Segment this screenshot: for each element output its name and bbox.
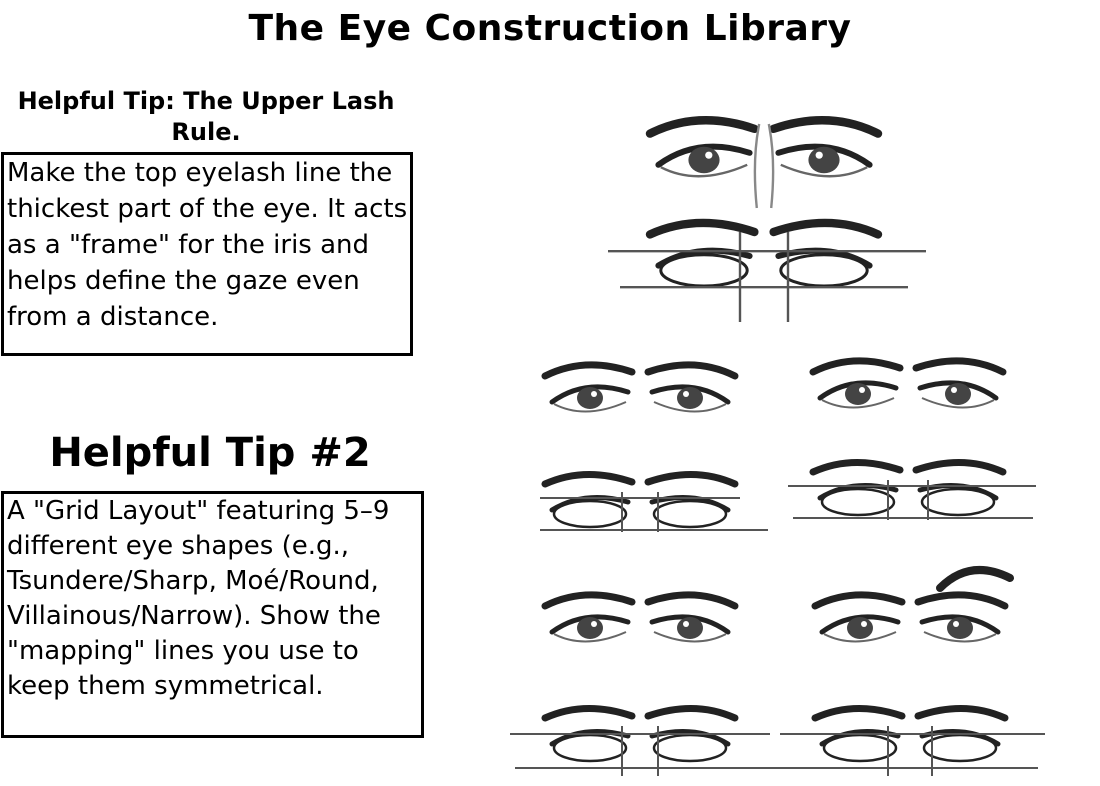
tip1-box: Make the top eyelash line the thickest p… — [1, 152, 413, 356]
tip2-body: A "Grid Layout" featuring 5–9 different … — [7, 496, 390, 701]
eye-pair-narrow — [545, 595, 735, 642]
eye-pair-sharp-guides — [788, 462, 1036, 520]
eye-pair-villainous — [815, 566, 1014, 642]
tip1-heading: Helpful Tip: The Upper Lash Rule. — [17, 87, 395, 146]
eye-pair-villainous-guides — [780, 708, 1045, 776]
eye-pair-narrow-guides — [510, 708, 780, 776]
eye-pair-top-guides — [607, 223, 927, 323]
tip2-heading: Helpful Tip #2 — [49, 430, 371, 476]
tip2-box: A "Grid Layout" featuring 5–9 different … — [1, 491, 424, 738]
eye-pair-round — [545, 365, 735, 412]
eye-pair-round-guides — [540, 474, 768, 532]
eye-pair-sharp — [813, 361, 1003, 408]
page-title: The Eye Construction Library — [248, 8, 852, 49]
eye-pair-top — [650, 120, 878, 209]
tip1-body: Make the top eyelash line the thickest p… — [7, 158, 408, 332]
